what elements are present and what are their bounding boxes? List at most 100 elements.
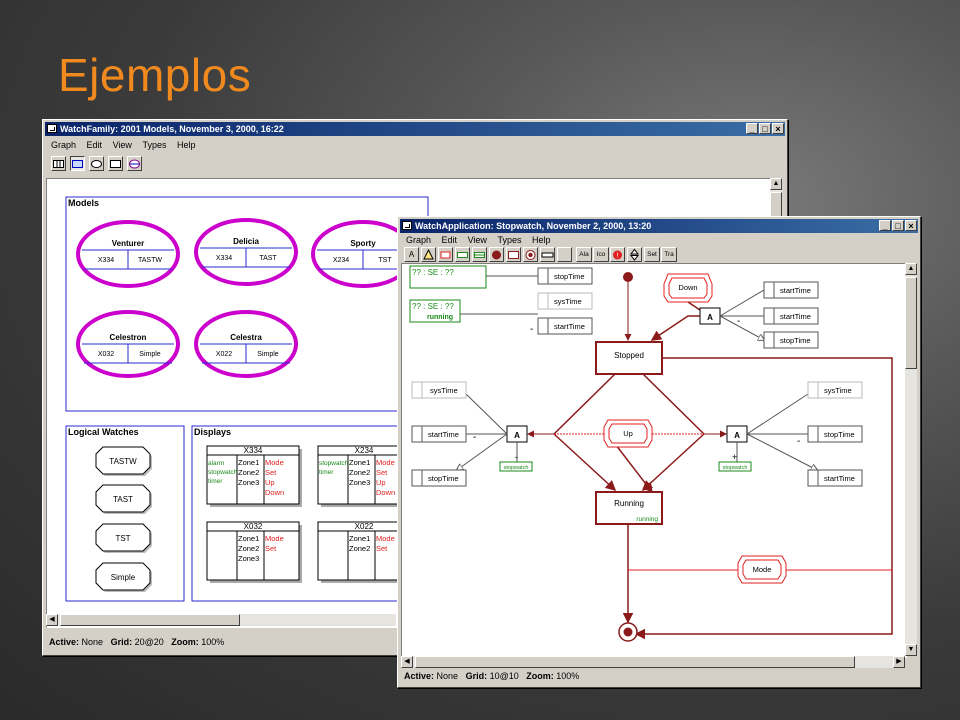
svg-text:?? : SE : ??: ?? : SE : ?? [412,268,454,277]
menu-help[interactable]: Help [176,140,196,150]
family-horizontal-scrollbar[interactable]: ◀ [46,614,396,626]
minimize-icon[interactable]: _ [879,220,891,231]
menu-types[interactable]: Types [142,140,167,150]
maximize-icon[interactable]: □ [892,220,904,231]
model-display: X334 [98,257,114,264]
svg-text:Mode: Mode [265,534,284,543]
model-celestron: Celestron X032 Simple [76,310,180,378]
menu-view[interactable]: View [112,140,132,150]
scroll-left-icon[interactable]: ◀ [46,614,58,626]
close-icon[interactable]: × [772,123,784,134]
window-title: WatchApplication: Stopwatch, November 2,… [415,221,652,231]
svg-text:stopTime: stopTime [428,474,459,483]
svg-text:!: ! [617,253,619,260]
tool-button-button[interactable] [438,247,453,262]
svg-text:Set: Set [265,468,277,477]
svg-text:Zone1: Zone1 [238,458,259,467]
svg-text:-: - [797,436,800,447]
svg-text:Down: Down [376,488,395,497]
watchapplication-titlebar[interactable]: WatchApplication: Stopwatch, November 2,… [400,219,918,233]
tool-set-button[interactable]: Set [644,247,660,262]
tool-model-button[interactable] [127,156,142,171]
svg-text:A: A [514,431,520,440]
svg-text:TASTW: TASTW [109,457,137,466]
scroll-down-icon[interactable]: ▼ [905,644,917,656]
button-up: Up [603,419,653,448]
svg-text:Mode: Mode [753,565,772,574]
tool-text-button[interactable]: A [404,247,419,262]
watchfamily-titlebar[interactable]: WatchFamily: 2001 Models, November 3, 20… [45,122,785,136]
menu-help[interactable]: Help [531,235,551,245]
svg-text:startTime: startTime [824,474,855,483]
tool-final-state-button[interactable] [523,247,538,262]
menu-view[interactable]: View [467,235,487,245]
minimize-icon[interactable]: _ [746,123,758,134]
menu-graph[interactable]: Graph [51,140,77,150]
alert-icon: ! [613,250,622,260]
tool-icon-label-button[interactable]: Ico [593,247,609,262]
watchapplication-canvas[interactable]: ?? : SE : ?? ?? : SE : ?? running stopTi… [401,263,907,658]
button-down: Down [663,273,713,303]
tool-ellipse-button[interactable] [89,156,104,171]
logical-tast: TAST [95,484,152,514]
app-horizontal-scrollbar[interactable]: ◀ ▶ [401,656,905,668]
app-vertical-scrollbar[interactable]: ▲ ▼ [905,263,917,656]
scroll-left-icon[interactable]: ◀ [401,656,413,668]
tool-alarm-button[interactable] [421,247,436,262]
initial-state [623,272,633,282]
tool-alarm-label-button[interactable]: Ala [576,247,592,262]
tool-transition-button[interactable]: Tra [661,247,677,262]
svg-text:Down: Down [678,283,697,292]
maximize-icon[interactable]: □ [759,123,771,134]
watchapplication-window: WatchApplication: Stopwatch, November 2,… [397,216,921,688]
tool-line-button[interactable] [472,247,487,262]
tool-blank-button[interactable] [557,247,572,262]
tool-alert-button[interactable]: ! [610,247,625,262]
scroll-thumb[interactable] [905,277,917,369]
tool-state-button[interactable] [506,247,521,262]
menu-edit[interactable]: Edit [441,235,458,245]
svg-text:?? : SE : ??: ?? : SE : ?? [412,302,454,311]
scroll-thumb[interactable] [60,614,240,626]
svg-text:Up: Up [265,478,275,487]
scroll-up-icon[interactable]: ▲ [905,263,917,275]
watchfamily-toolbar [45,154,785,174]
model-sporty: Sporty X234 TST [311,220,415,288]
tool-updown-button[interactable] [627,247,642,262]
updown-arrows-icon [629,248,640,261]
tool-rect-button[interactable] [70,156,85,171]
svg-text:Simple: Simple [111,573,136,582]
table-icon [53,160,64,168]
menu-types[interactable]: Types [497,235,522,245]
menu-edit[interactable]: Edit [86,140,103,150]
scroll-up-icon[interactable]: ▲ [770,178,782,190]
svg-text:Zone1: Zone1 [349,534,370,543]
variable-starttime-tr1: startTime [763,281,819,299]
scroll-thumb[interactable] [415,656,855,668]
menu-graph[interactable]: Graph [406,235,432,245]
svg-text:sysTime: sysTime [430,386,458,395]
variable-systime-tl: sysTime [537,292,593,310]
rectangle-icon [72,160,83,168]
svg-text:Mode: Mode [265,458,284,467]
svg-text:Zone3: Zone3 [238,478,259,487]
variable-starttime-r: startTime [807,469,863,487]
variable-starttime-tl: startTime [537,317,593,335]
variable-stoptime-tl: stopTime [537,267,593,285]
ellipse-icon [91,160,102,168]
tool-display-button[interactable] [455,247,470,262]
model-logical: Simple [139,351,161,358]
tool-box-button[interactable] [108,156,123,171]
variable-stoptime-tr: stopTime [763,331,819,349]
tool-variable-button[interactable] [540,247,555,262]
svg-text:Up: Up [623,429,633,438]
svg-text:Mode: Mode [376,458,395,467]
tool-table-button[interactable] [51,156,66,171]
close-icon[interactable]: × [905,220,917,231]
tool-initial-state-button[interactable] [489,247,504,262]
svg-text:-: - [530,324,533,335]
svg-text:Zone2: Zone2 [349,544,370,553]
logical-tst: TST [95,523,152,553]
logical-simple: Simple [95,562,152,592]
scroll-right-icon[interactable]: ▶ [893,656,905,668]
